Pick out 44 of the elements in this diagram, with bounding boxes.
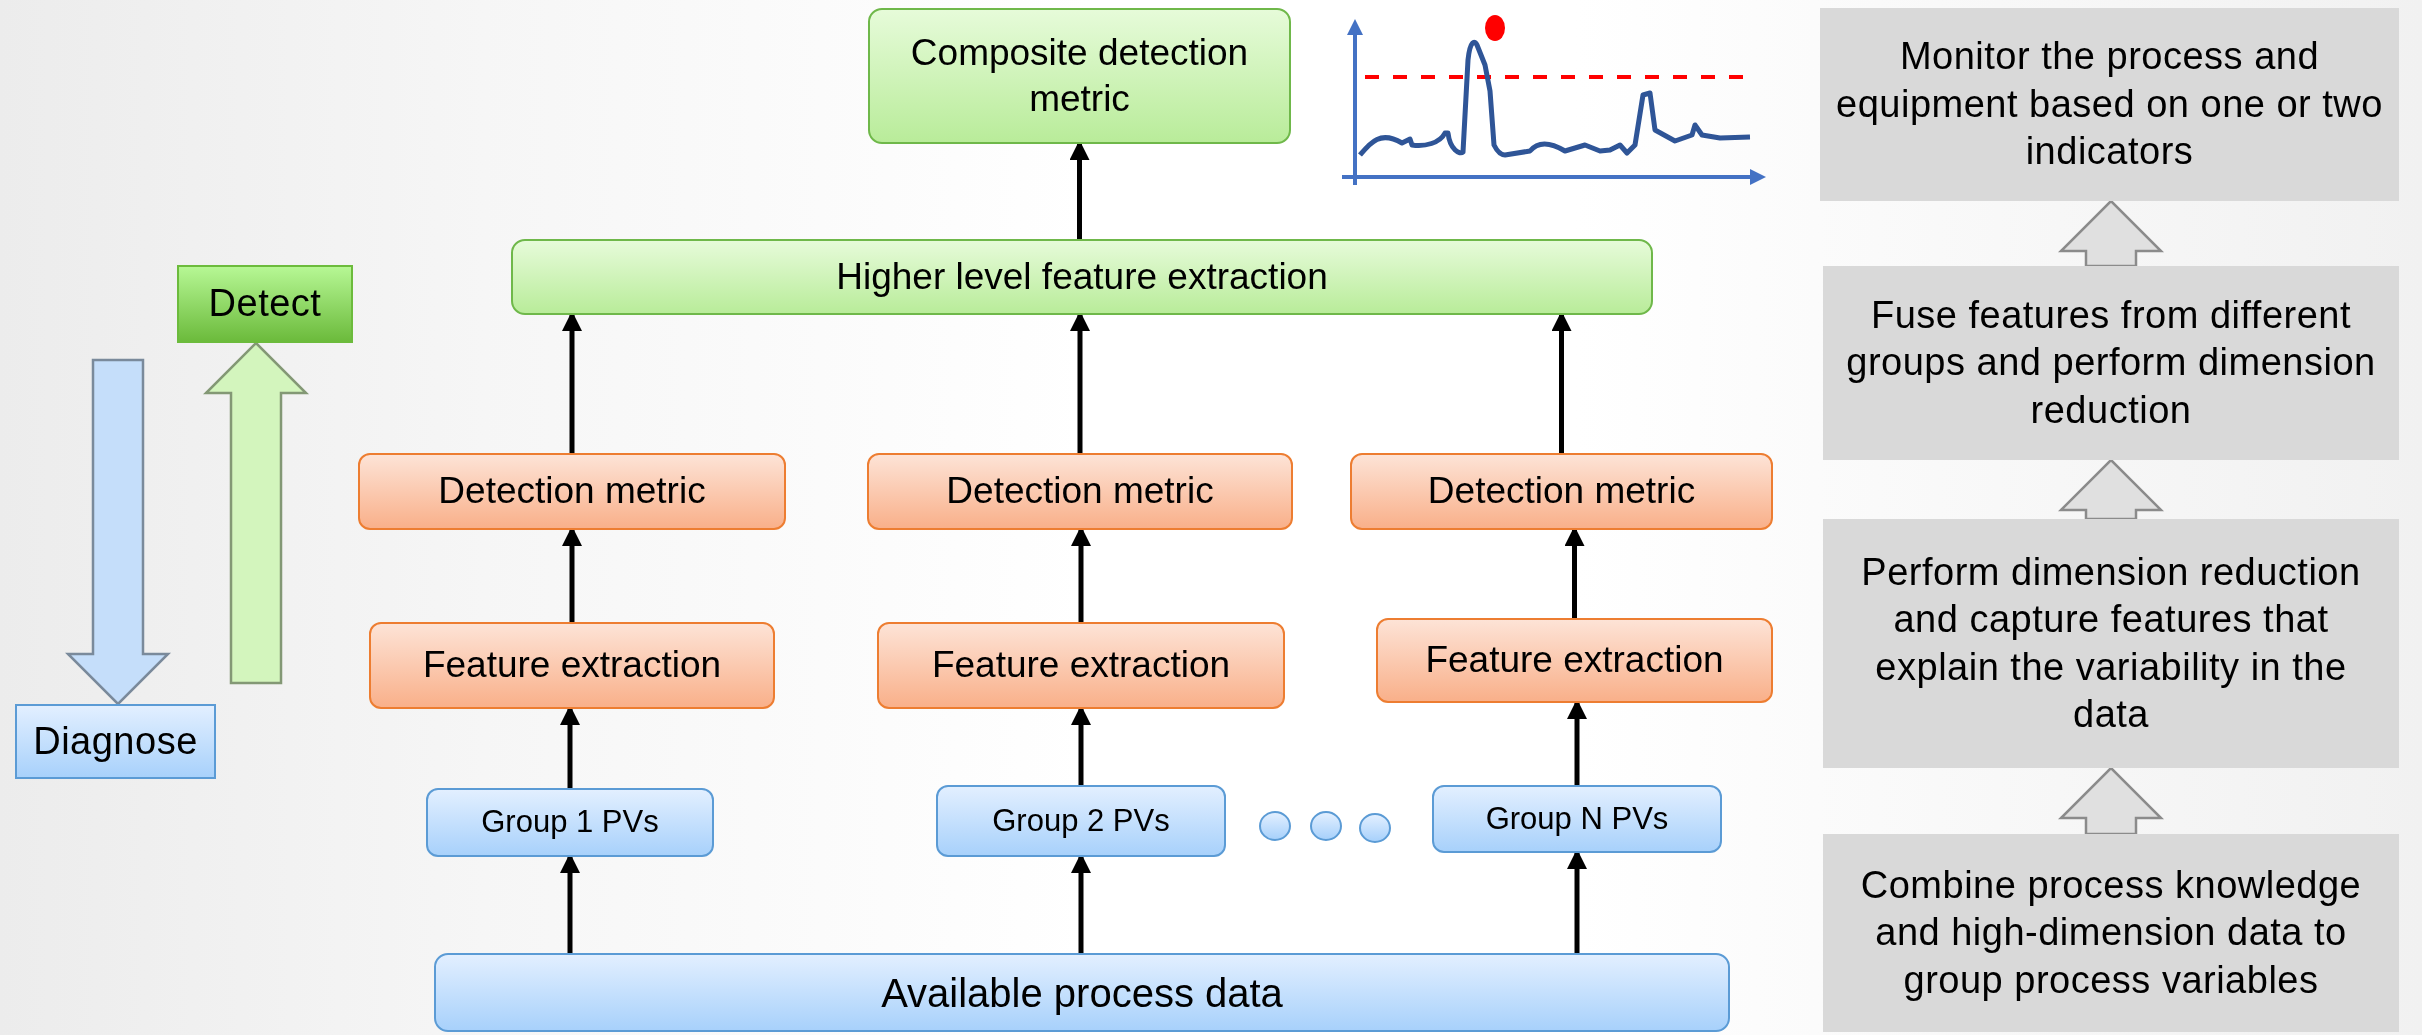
box-label: Composite detection metric	[909, 30, 1250, 121]
box-label: Diagnose	[33, 718, 198, 764]
block-arrow	[2058, 458, 2164, 521]
ellipsis-circle	[1259, 811, 1291, 841]
step-box	[1820, 8, 2399, 201]
process-box	[369, 622, 775, 709]
box-label: Group 1 PVs	[481, 803, 659, 842]
box-label: Detect	[208, 281, 322, 327]
process-box	[358, 453, 786, 530]
box-label: Fuse features from different groups and perform dimension reduction	[1845, 292, 2377, 433]
box-label: Detection metric	[1427, 469, 1696, 514]
stage-box	[15, 704, 216, 779]
process-box	[867, 453, 1293, 530]
box-label: Feature extraction	[1425, 638, 1724, 683]
box-label: Feature extraction	[422, 643, 722, 688]
block-arrow	[2058, 766, 2164, 836]
group-box	[1432, 785, 1722, 853]
block-arrow	[2058, 199, 2164, 268]
ellipsis-circle	[1310, 811, 1342, 841]
step-box	[1823, 266, 2399, 460]
ellipsis-circle	[1359, 813, 1391, 843]
group-box	[936, 785, 1226, 857]
box-label: Detection metric	[438, 469, 706, 514]
process-box	[1350, 453, 1773, 530]
box-label: Higher level feature extraction	[836, 254, 1328, 299]
box-label: Combine process knowledge and high-dimension data to group process variables	[1859, 862, 2363, 1003]
data-box	[434, 953, 1730, 1032]
step-box	[1823, 834, 2399, 1032]
step-box	[1823, 519, 2399, 768]
box-label: Detection metric	[946, 469, 1214, 514]
block-arrow	[203, 341, 309, 685]
box-label: Group 2 PVs	[992, 801, 1170, 840]
box-label: Feature extraction	[931, 643, 1231, 688]
process-box	[877, 622, 1285, 709]
stage-box	[177, 265, 353, 343]
block-arrow	[65, 358, 171, 706]
box-label: Monitor the process and equipment based on one or two indicators	[1836, 34, 2383, 175]
process-box	[1376, 618, 1773, 703]
box-label: Perform dimension reduction and capture features that explain the variability in the data	[1860, 549, 2362, 737]
box-label: Available process data	[881, 969, 1283, 1017]
process-box	[511, 239, 1653, 315]
box-label: Group N PVs	[1485, 799, 1669, 838]
group-box	[426, 788, 714, 857]
process-box	[868, 8, 1291, 144]
